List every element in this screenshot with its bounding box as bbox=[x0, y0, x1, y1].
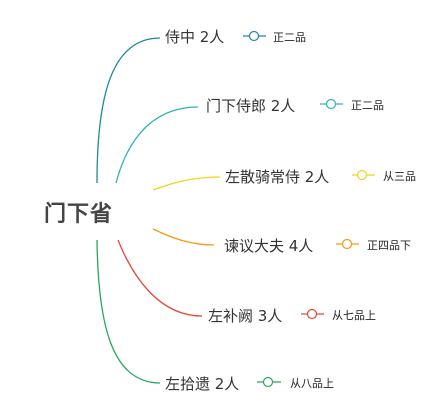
rank-connector-5 bbox=[301, 308, 324, 320]
branch-node-3: 左散骑常侍 2人 bbox=[225, 168, 330, 186]
branch-node-2: 门下侍郎 2人 bbox=[206, 97, 296, 115]
rank-connector-4 bbox=[336, 238, 359, 250]
rank-connector-1 bbox=[243, 30, 266, 42]
branch-node-1: 侍中 2人 bbox=[165, 28, 225, 46]
rank-connector-3 bbox=[352, 169, 375, 181]
rank-connector-6 bbox=[257, 376, 281, 388]
rank-label-3: 从三品 bbox=[383, 170, 416, 183]
branch-node-5: 左补阙 3人 bbox=[208, 307, 283, 325]
root-node: 门下省 bbox=[44, 202, 114, 227]
branch-line-4 bbox=[152, 228, 215, 246]
branch-node-4: 谏议大夫 4人 bbox=[224, 237, 314, 255]
branch-node-6: 左拾遗 2人 bbox=[165, 375, 240, 393]
rank-label-4: 正四品下 bbox=[367, 239, 411, 252]
rank-label-1: 正二品 bbox=[273, 31, 306, 44]
branch-line-6 bbox=[96, 239, 161, 384]
rank-connector-2 bbox=[320, 98, 343, 110]
branch-line-5 bbox=[117, 239, 203, 317]
branch-line-2 bbox=[115, 106, 199, 184]
rank-label-6: 从八品上 bbox=[290, 377, 334, 390]
rank-label-5: 从七品上 bbox=[332, 309, 376, 322]
branch-line-3 bbox=[152, 176, 221, 191]
rank-label-2: 正二品 bbox=[351, 99, 384, 112]
branch-line-1 bbox=[96, 37, 161, 184]
